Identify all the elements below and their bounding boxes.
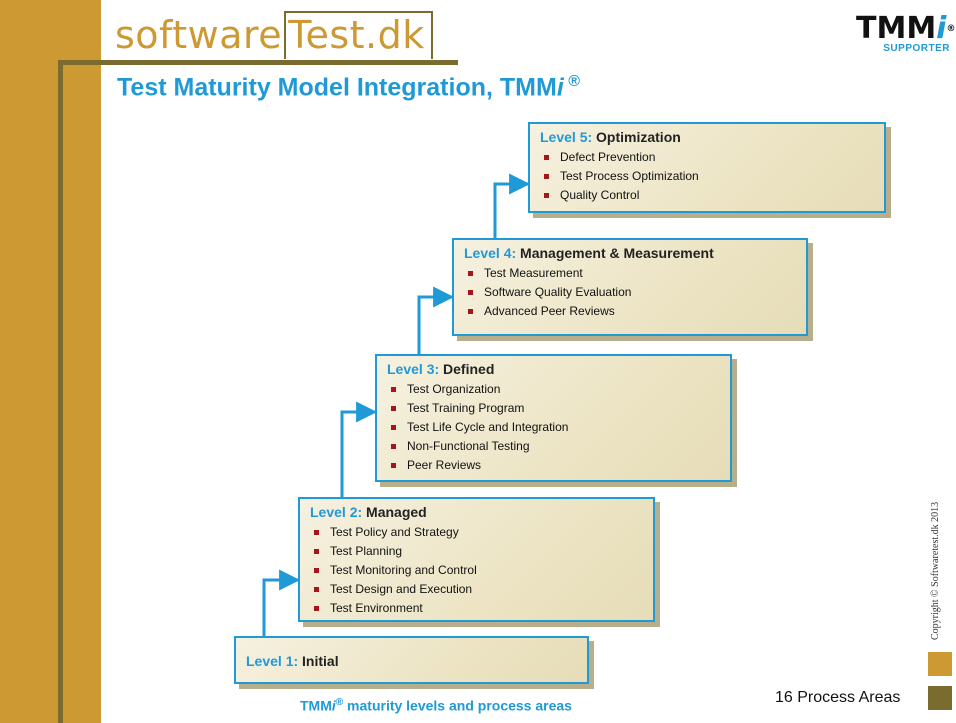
level-4-name: Management & Measurement xyxy=(520,245,714,261)
level-1-name: Initial xyxy=(302,653,339,669)
connector-2-to-3 xyxy=(340,401,378,497)
level-1-heading: Level 1: Initial xyxy=(246,652,577,670)
level-2-heading: Level 2: Managed xyxy=(310,503,643,521)
process-area-item: Test Design and Execution xyxy=(310,580,643,599)
process-area-item: Test Policy and Strategy xyxy=(310,523,643,542)
olive-square-decoration xyxy=(928,686,952,710)
copyright-note: Copyright © Softwaretest.dk 2013 xyxy=(930,501,941,640)
left-band xyxy=(0,0,101,723)
tmmi-badge-i: i xyxy=(936,11,947,46)
level-4-heading: Level 4: Management & Measurement xyxy=(464,244,796,262)
caption-rest: maturity levels and process areas xyxy=(343,697,572,714)
level-5-process-areas: Defect Prevention Test Process Optimizat… xyxy=(540,148,874,205)
caption-main: TMM xyxy=(300,697,332,714)
level-3-name: Defined xyxy=(443,361,495,377)
level-4-prefix: Level 4: xyxy=(464,245,517,261)
process-area-item: Test Training Program xyxy=(387,399,720,418)
level-5-box: Level 5: Optimization Defect Prevention … xyxy=(528,122,886,213)
page-title-i: i xyxy=(556,73,564,102)
page-title: Test Maturity Model Integration, TMMi ® xyxy=(117,73,580,102)
process-area-item: Test Planning xyxy=(310,542,643,561)
process-area-item: Quality Control xyxy=(540,186,874,205)
tmmi-badge-word: TMMi® xyxy=(856,11,955,46)
gold-square-decoration xyxy=(928,652,952,676)
level-5-heading: Level 5: Optimization xyxy=(540,128,874,146)
process-area-item: Peer Reviews xyxy=(387,456,720,475)
level-3-process-areas: Test Organization Test Training Program … xyxy=(387,380,720,475)
level-4-process-areas: Test Measurement Software Quality Evalua… xyxy=(464,264,796,321)
connector-3-to-4 xyxy=(417,286,455,354)
diagram-caption: TMMi® maturity levels and process areas xyxy=(300,697,572,714)
process-area-item: Test Life Cycle and Integration xyxy=(387,418,720,437)
logo-part-test: Test.dk xyxy=(284,11,433,59)
tmmi-badge-supporter: SUPPORTER xyxy=(883,43,950,54)
level-4-box: Level 4: Management & Measurement Test M… xyxy=(452,238,808,336)
process-area-item: Test Process Optimization xyxy=(540,167,874,186)
level-2-name: Managed xyxy=(366,504,427,520)
level-5-name: Optimization xyxy=(596,129,681,145)
process-area-item: Test Environment xyxy=(310,599,643,618)
level-5-prefix: Level 5: xyxy=(540,129,593,145)
tmmi-badge-text: TMM xyxy=(856,11,937,46)
caption-i: i xyxy=(331,697,336,714)
process-area-item: Advanced Peer Reviews xyxy=(464,302,796,321)
connector-4-to-5 xyxy=(493,173,531,238)
caption-reg: ® xyxy=(335,697,344,708)
process-area-item: Test Organization xyxy=(387,380,720,399)
process-area-count: 16 Process Areas xyxy=(775,689,901,706)
connector-1-to-2 xyxy=(262,569,301,636)
process-area-item: Non-Functional Testing xyxy=(387,437,720,456)
logo-part-software: software xyxy=(115,13,283,57)
top-divider-line xyxy=(58,60,458,65)
level-3-prefix: Level 3: xyxy=(387,361,440,377)
level-1-box: Level 1: Initial xyxy=(234,636,589,684)
level-2-prefix: Level 2: xyxy=(310,504,363,520)
level-2-process-areas: Test Policy and Strategy Test Planning T… xyxy=(310,523,643,618)
process-area-item: Test Monitoring and Control xyxy=(310,561,643,580)
page-title-reg: ® xyxy=(563,73,580,90)
process-area-item: Test Measurement xyxy=(464,264,796,283)
level-3-box: Level 3: Defined Test Organization Test … xyxy=(375,354,732,482)
page-title-main: Test Maturity Model Integration, TMM xyxy=(117,73,557,102)
process-area-item: Defect Prevention xyxy=(540,148,874,167)
process-area-item: Software Quality Evaluation xyxy=(464,283,796,302)
level-1-prefix: Level 1: xyxy=(246,653,299,669)
level-2-box: Level 2: Managed Test Policy and Strateg… xyxy=(298,497,655,622)
tmmi-badge-reg: ® xyxy=(946,24,956,34)
left-divider-line xyxy=(58,60,63,723)
level-3-heading: Level 3: Defined xyxy=(387,360,720,378)
tmmi-supporter-badge: TMMi® SUPPORTER xyxy=(856,11,955,54)
